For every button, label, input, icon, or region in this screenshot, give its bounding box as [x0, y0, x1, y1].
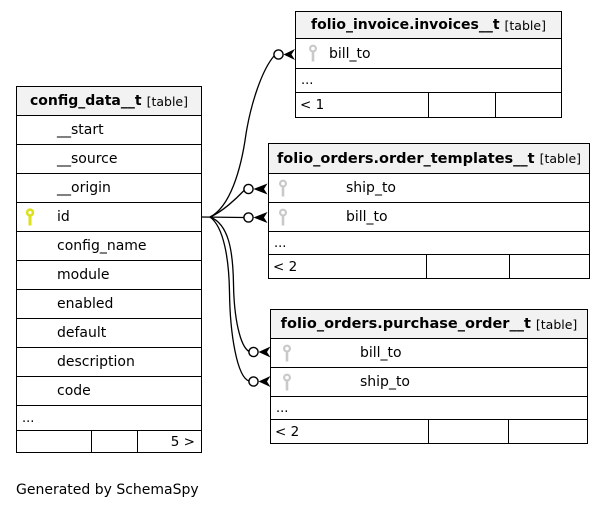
column-name: bill_to	[346, 209, 388, 225]
column-row: __origin	[17, 174, 201, 203]
arrowhead-icon	[258, 376, 271, 387]
table-config-data: config_data__t [table] __start __source …	[16, 86, 202, 453]
column-row: ship_to	[269, 174, 589, 203]
table-title: folio_orders.purchase_order__t	[280, 316, 531, 332]
table-folio-orders-order-templates: folio_orders.order_templates__t [table] …	[268, 143, 590, 279]
relationship-line	[209, 55, 275, 218]
column-row: __source	[17, 145, 201, 174]
table-title: folio_invoice.invoices__t	[311, 17, 500, 33]
table-tag: [table]	[504, 17, 546, 33]
footer-relationship-count: < 2	[275, 423, 300, 440]
footer-cell	[91, 431, 137, 452]
column-row: code	[17, 377, 201, 406]
arrowhead-icon	[253, 212, 268, 223]
table-footer: < 1	[296, 93, 561, 117]
column-name: default	[57, 325, 107, 341]
footer-relationship-count: 5 >	[137, 431, 201, 452]
column-row: default	[17, 319, 201, 348]
footer-cell	[17, 431, 91, 452]
footer-cell	[428, 420, 508, 443]
foreign-key-icon	[280, 373, 294, 392]
arrowhead-icon	[258, 346, 271, 358]
column-row: __start	[17, 116, 201, 145]
column-name: enabled	[57, 296, 114, 312]
ellipsis-row: ...	[269, 232, 589, 255]
primary-key-icon	[23, 207, 37, 227]
table-tag: [table]	[539, 151, 582, 166]
column-row: config_name	[17, 232, 201, 261]
column-name: __source	[57, 151, 118, 167]
column-row: ship_to	[271, 368, 587, 397]
column-name: ship_to	[346, 180, 396, 196]
footer-cell	[428, 93, 495, 117]
zero-or-more-circle	[248, 376, 259, 387]
column-name: ship_to	[360, 374, 410, 390]
relationship-line	[209, 216, 250, 382]
column-name: module	[57, 267, 110, 283]
zero-or-more-circle	[243, 212, 254, 223]
table-title: config_data__t	[29, 93, 142, 109]
arrowhead-icon	[283, 49, 295, 60]
table-folio-orders-purchase-order: folio_orders.purchase_order__t [table] b…	[270, 309, 588, 444]
table-footer: 5 >	[17, 431, 201, 452]
column-name: id	[57, 209, 70, 225]
ellipsis-row: ...	[271, 397, 587, 420]
table-folio-invoice-invoices: folio_invoice.invoices__t [table] bill_t…	[295, 11, 562, 118]
table-header[interactable]: folio_invoice.invoices__t [table]	[296, 12, 561, 39]
column-name: config_name	[57, 238, 147, 254]
column-row: id	[17, 203, 201, 232]
foreign-key-icon	[306, 44, 320, 63]
column-name: description	[57, 354, 135, 370]
column-name: code	[57, 383, 91, 399]
generated-by-note: Generated by SchemaSpy	[16, 482, 199, 498]
column-name: bill_to	[360, 345, 402, 361]
zero-or-more-circle	[243, 183, 254, 195]
footer-relationship-count: < 1	[300, 97, 325, 113]
column-name: __origin	[57, 180, 111, 196]
table-footer: < 2	[269, 255, 589, 278]
table-header[interactable]: config_data__t [table]	[17, 87, 201, 116]
footer-cell	[508, 420, 587, 443]
arrowhead-icon	[253, 183, 268, 195]
relationship-line	[209, 216, 250, 353]
foreign-key-icon	[276, 179, 290, 198]
column-name: __start	[57, 122, 104, 138]
ellipsis-row: ...	[17, 406, 201, 431]
footer-cell	[495, 93, 561, 117]
column-row: description	[17, 348, 201, 377]
column-row: enabled	[17, 290, 201, 319]
column-row: bill_to	[269, 203, 589, 232]
table-title: folio_orders.order_templates__t	[276, 150, 535, 167]
footer-cell	[509, 255, 589, 278]
column-row: module	[17, 261, 201, 290]
column-row: bill_to	[271, 339, 587, 368]
relationship-line	[209, 190, 245, 218]
ellipsis-row: ...	[296, 69, 561, 93]
table-tag: [table]	[535, 316, 578, 332]
table-footer: < 2	[271, 420, 587, 443]
foreign-key-icon	[276, 208, 290, 227]
footer-relationship-count: < 2	[273, 258, 298, 275]
column-row: bill_to	[296, 39, 561, 69]
table-tag: [table]	[146, 93, 188, 109]
column-name: bill_to	[329, 45, 371, 62]
zero-or-more-circle	[273, 49, 284, 60]
zero-or-more-circle	[248, 346, 259, 358]
relationship-line	[200, 216, 245, 219]
footer-cell	[426, 255, 509, 278]
foreign-key-icon	[280, 344, 294, 363]
table-header[interactable]: folio_orders.order_templates__t [table]	[269, 144, 589, 174]
table-header[interactable]: folio_orders.purchase_order__t [table]	[271, 310, 587, 339]
